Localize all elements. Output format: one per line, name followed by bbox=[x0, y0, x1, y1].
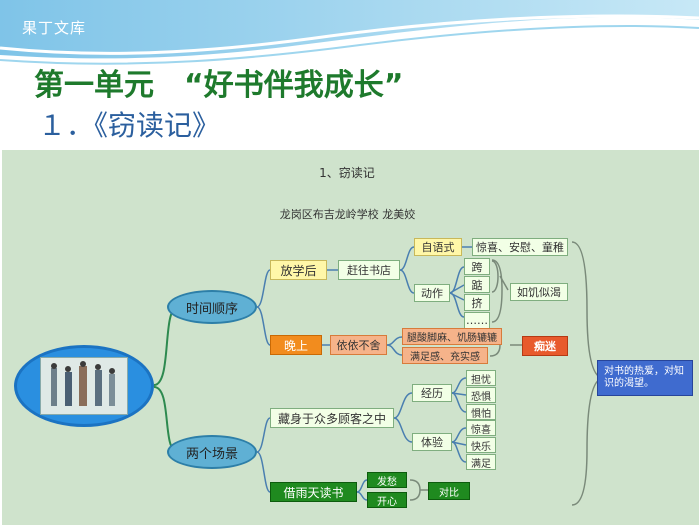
feeling-item: 惊喜 bbox=[466, 420, 496, 436]
node-action: 动作 bbox=[414, 284, 450, 302]
experience-item: 恐惧 bbox=[466, 387, 496, 403]
watermark: 果丁文库 bbox=[22, 19, 87, 37]
classroom-picture-icon bbox=[40, 357, 128, 415]
node-go-bookstore: 赶往书店 bbox=[338, 260, 400, 280]
node-tired-hungry: 腿酸脚麻、饥肠辘辘 bbox=[402, 328, 502, 345]
branch-time-order: 时间顺序 bbox=[167, 290, 257, 324]
verb-item: 踮 bbox=[464, 276, 490, 293]
node-contrast: 对比 bbox=[428, 482, 470, 500]
node-happy: 开心 bbox=[367, 492, 407, 508]
mind-map: 1、窃读记 龙岗区布吉龙岭学校 龙美姣 时间顺序 两个场景 放学后 赶往书店 自… bbox=[2, 150, 699, 525]
feeling-item: 满足 bbox=[466, 454, 496, 470]
node-feeling: 体验 bbox=[412, 433, 452, 451]
root-node bbox=[14, 345, 154, 427]
node-addiction: 痴迷 bbox=[522, 336, 568, 356]
node-reluctant: 依依不舍 bbox=[330, 335, 387, 355]
node-experience: 经历 bbox=[412, 384, 452, 402]
experience-item: 担忧 bbox=[466, 370, 496, 386]
map-doc-title: 1、窃读记 bbox=[319, 165, 375, 180]
node-worry: 发愁 bbox=[367, 472, 407, 488]
node-rainy-day-reading: 借雨天读书 bbox=[270, 482, 357, 502]
node-evening: 晚上 bbox=[270, 335, 322, 355]
node-self-talk: 自语式 bbox=[414, 238, 462, 256]
node-emotions: 惊喜、安慰、童稚 bbox=[472, 238, 568, 256]
node-hide-in-crowd: 藏身于众多顾客之中 bbox=[270, 408, 394, 428]
map-author: 龙岗区布吉龙岭学校 龙美姣 bbox=[279, 208, 416, 221]
node-after-school: 放学后 bbox=[270, 260, 327, 280]
verb-item: 挤 bbox=[464, 294, 490, 311]
experience-item: 惧怕 bbox=[466, 404, 496, 420]
header-wave-decoration bbox=[0, 0, 699, 65]
slide-title: 第一单元 “好书伴我成长” bbox=[34, 68, 404, 103]
node-satisfied: 满足感、充实感 bbox=[402, 347, 488, 364]
slide-subtitle: １．《窃读记》 bbox=[38, 109, 221, 142]
slide-header: 果丁文库 第一单元 “好书伴我成长” １．《窃读记》 bbox=[0, 0, 699, 150]
node-hungry-reading: 如饥似渴 bbox=[510, 283, 568, 301]
node-love-of-books: 对书的热爱，对知识的渴望。 bbox=[597, 360, 693, 396]
verb-item: …… bbox=[464, 312, 490, 329]
feeling-item: 快乐 bbox=[466, 437, 496, 453]
branch-two-scenes: 两个场景 bbox=[167, 435, 257, 469]
verb-item: 跨 bbox=[464, 258, 490, 275]
